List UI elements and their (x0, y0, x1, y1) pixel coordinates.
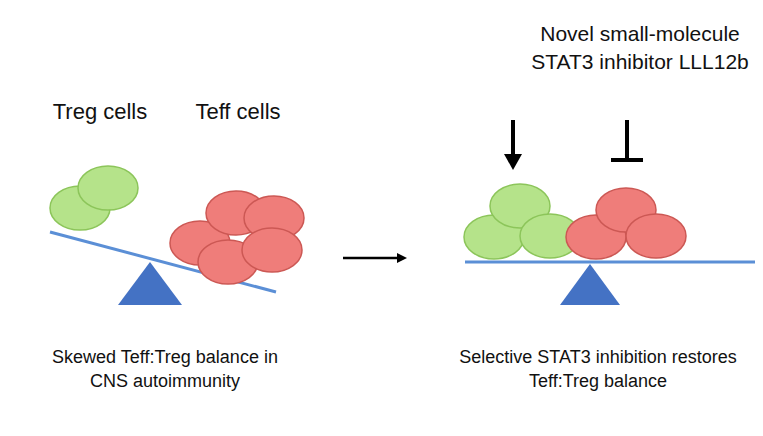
seesaw-beam (50, 232, 276, 292)
teff-cells (170, 191, 304, 284)
inhibitor-label: Novel small-molecule STAT3 inhibitor LLL… (531, 20, 749, 77)
seesaw-beam (465, 261, 755, 264)
inhibit-line (625, 120, 629, 160)
fulcrum (118, 262, 182, 305)
treg-cells (50, 166, 138, 230)
stimulate-arrow (511, 120, 515, 156)
teff-cells (566, 188, 686, 259)
fulcrum (560, 264, 620, 305)
arrow-head (504, 154, 522, 170)
caption-text: Skewed Teff:Treg balance in CNS autoimmu… (31, 345, 299, 394)
caption-text: Selective STAT3 inhibition restores Teff… (439, 345, 757, 394)
transition-arrow (343, 257, 402, 260)
cell-label: Treg cells (35, 97, 165, 127)
inhibit-bar (611, 158, 643, 162)
cell-label: Teff cells (173, 97, 303, 127)
treg-cells (464, 184, 580, 259)
